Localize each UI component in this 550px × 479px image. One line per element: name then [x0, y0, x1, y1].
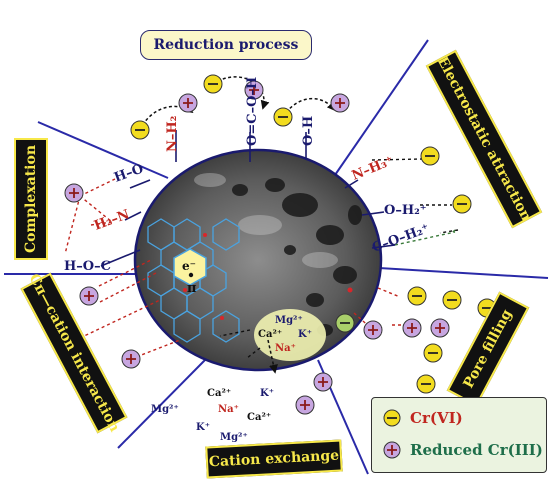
mg-out2-label: Mg²⁺	[220, 432, 248, 443]
nh3-right-label: N–H₃⁺	[350, 154, 396, 184]
cr6-ion	[423, 343, 443, 363]
pi-hexagon	[173, 248, 207, 286]
coh2-right-label: C–O–H₂⁺	[370, 221, 431, 255]
cr6-ion	[273, 107, 293, 127]
reduction-process-title: Reduction process	[140, 30, 312, 60]
cr3-ion	[313, 372, 333, 392]
cation-cluster	[254, 309, 326, 361]
adsorbed-dots	[183, 233, 353, 320]
cr3-ion	[79, 286, 99, 306]
cr6-ion	[442, 290, 462, 310]
e-label: e⁻	[182, 259, 196, 273]
cr6-ion	[203, 74, 223, 94]
divider-upper-left	[37, 121, 169, 179]
cooh-top-label: O=C–O–H	[245, 77, 260, 146]
hoc-left-label: H–O–C	[64, 259, 111, 274]
legend: Cr(VI) Reduced Cr(III)	[371, 397, 547, 473]
cr3-ion	[330, 93, 350, 113]
cr6-ion	[335, 313, 355, 333]
bonds	[100, 130, 396, 267]
cr6-icon	[383, 409, 401, 427]
k-out1-label: K⁺	[260, 388, 274, 399]
cr3-ion	[363, 320, 383, 340]
nh2-top-label: N–H₂	[165, 116, 180, 152]
cr6-ion	[420, 146, 440, 166]
red-dotted-links	[64, 178, 408, 360]
cr3-ion	[178, 93, 198, 113]
cr6-ion	[416, 374, 436, 394]
cr3-ion	[402, 318, 422, 338]
divider-upper-right	[334, 39, 429, 176]
mg-in-label: Mg²⁺	[275, 315, 303, 326]
complexation-title: Complexation	[14, 138, 48, 260]
ca-out2-label: Ca²⁺	[247, 412, 271, 423]
cr3-ion	[64, 183, 84, 203]
green-dotted-links	[394, 229, 456, 246]
na-out-label: Na⁺	[218, 404, 239, 415]
ca-out1-label: Ca²⁺	[207, 388, 231, 399]
cation-labels: Mg²⁺ Ca²⁺ K⁺ Na⁺ Ca²⁺ Mg²⁺ Na⁺ K⁺ Ca²⁺ K…	[151, 315, 312, 443]
cr3-ion	[430, 318, 450, 338]
ho-left-label: H–O	[112, 161, 145, 185]
k-in-label: K⁺	[298, 329, 312, 340]
k-out2-label: K⁺	[196, 422, 210, 433]
oh2-right-label: O–H₂⁺	[384, 203, 427, 218]
h2n-left-label: H₂–N	[92, 207, 131, 234]
cr6-ion	[130, 120, 150, 140]
cr3-ion	[295, 395, 315, 415]
legend-row-cr3: Reduced Cr(III)	[382, 440, 543, 460]
black-dotted-links	[219, 158, 459, 359]
cr3-icon	[383, 441, 401, 459]
cr6-ion	[452, 194, 472, 214]
mg-out1-label: Mg²⁺	[151, 404, 179, 415]
cr3-ion	[121, 349, 141, 369]
legend-row-cr6: Cr(VI)	[382, 408, 463, 428]
oh-top-label: O–H	[301, 116, 316, 146]
na-in-label: Na⁺	[275, 343, 296, 354]
legend-cr3-label: Reduced Cr(III)	[410, 441, 543, 459]
legend-cr6-label: Cr(VI)	[410, 409, 463, 427]
cr6-ion	[407, 286, 427, 306]
cr3-ion	[244, 80, 264, 100]
ca-in-label: Ca²⁺	[258, 329, 282, 340]
pi-label: π	[187, 281, 197, 296]
divider-right	[377, 267, 549, 279]
pore-highlights	[194, 173, 338, 268]
divider-lower-left	[117, 359, 206, 449]
